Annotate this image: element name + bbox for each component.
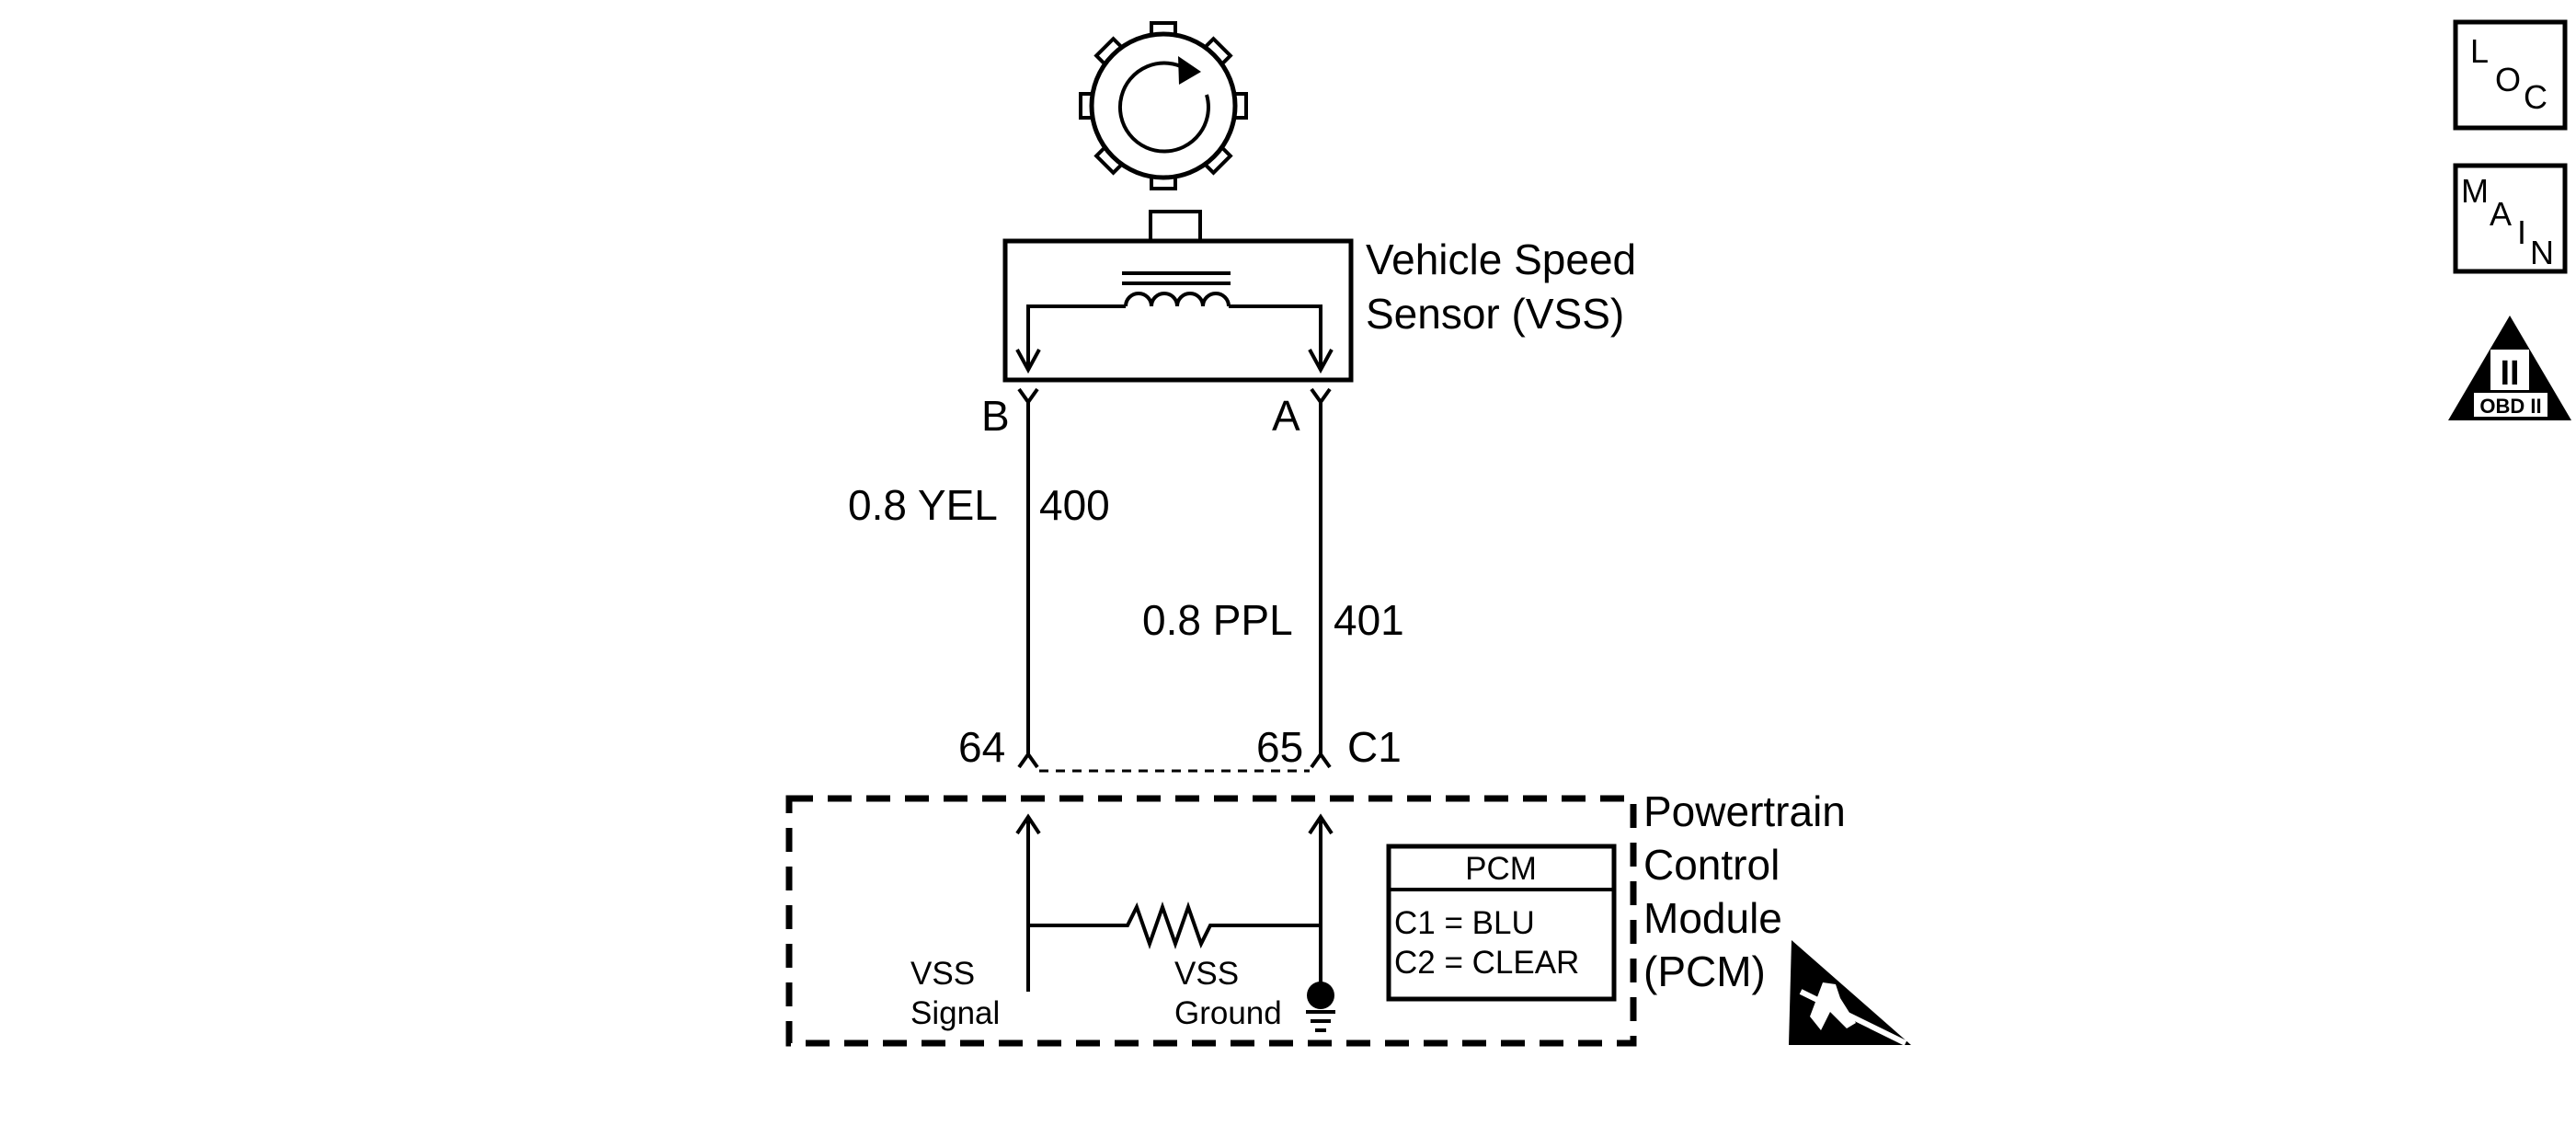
pcm-internal-circuit [1015,813,1335,1032]
pcm-connector-legend: PCM C1 = BLU C2 = CLEAR [1386,844,1617,1002]
legend-title: PCM [1465,851,1537,887]
vss-ground-label-2: Ground [1174,995,1282,1031]
svg-text:O: O [2495,61,2521,98]
wire-400-color: 0.8 YEL [848,481,998,529]
pcm-name: Powertrain Control Module (PCM) [1643,787,1846,995]
svg-text:N: N [2530,234,2554,271]
wire-401-circuit: 401 [1334,596,1404,644]
svg-text:M: M [2461,172,2489,210]
vss-signal-label-2: Signal [910,995,1000,1031]
sensor-name-line2: Sensor (VSS) [1366,290,1624,338]
legend-row-c1: C1 = BLU [1394,905,1535,941]
svg-text:A: A [2490,195,2512,233]
svg-text:Module: Module [1643,894,1782,942]
wire-400-circuit: 400 [1039,481,1110,529]
obd-ii-icon: II OBD II [2448,316,2571,420]
svg-text:C: C [2524,78,2547,116]
obd-label: OBD II [2479,395,2541,418]
svg-text:Powertrain: Powertrain [1643,787,1846,835]
pin-64-label: 64 [958,723,1005,771]
svg-text:Control: Control [1643,841,1780,889]
connector-c1-label: C1 [1347,723,1402,771]
vss-signal-label-1: VSS [910,956,975,992]
pin-b-label: B [981,392,1010,440]
connector-symbol-64 [1017,751,1039,769]
loc-badge: L O C [2453,19,2568,131]
svg-text:(PCM): (PCM) [1643,948,1766,995]
svg-text:L: L [2470,32,2489,70]
pcm-outline [785,795,1637,1047]
rotating-gear-icon [1079,21,1248,190]
connector-symbol-a [1310,387,1332,406]
ground-icon [1306,982,1335,1032]
pin-65-label: 65 [1256,723,1303,771]
resistor-icon [1028,901,1321,950]
svg-text:I: I [2517,213,2526,251]
main-badge: M A I N [2453,163,2568,274]
vss-ground-label-1: VSS [1174,956,1239,992]
sensor-name-line1: Vehicle Speed [1366,235,1636,283]
obd-numeral: II [2500,354,2519,393]
esd-warning-icon [1789,940,1911,1046]
vehicle-speed-sensor [1002,210,1354,383]
wire-401-color: 0.8 PPL [1142,596,1293,644]
connector-symbol-b [1017,387,1039,406]
coil-icon [1122,271,1231,307]
connector-symbol-65 [1310,751,1332,769]
pin-a-label: A [1272,392,1300,440]
legend-row-c2: C2 = CLEAR [1394,945,1579,981]
